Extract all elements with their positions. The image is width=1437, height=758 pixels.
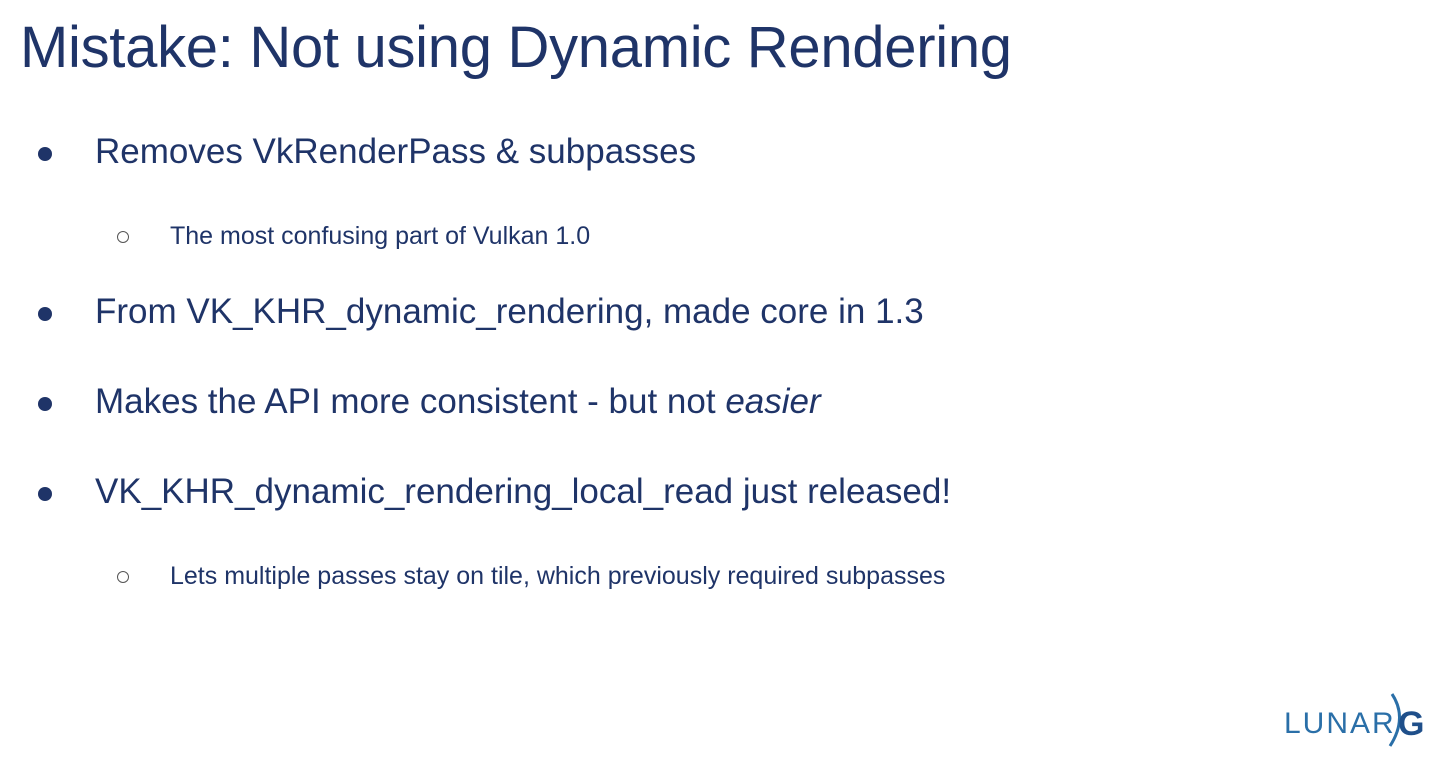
bullet-circle-icon [117, 571, 129, 583]
logo-arc-icon [1388, 693, 1401, 747]
slide-title: Mistake: Not using Dynamic Rendering [20, 15, 1012, 80]
bullet-text-italic: easier [725, 382, 821, 421]
logo-text-right: G [1398, 705, 1424, 743]
bullet-text: From VK_KHR_dynamic_rendering, made core… [95, 292, 924, 331]
bullet-circle-icon [117, 231, 129, 243]
logo-text-left: LUNAR [1284, 707, 1396, 740]
bullet-text-plain: Makes the API more consistent - but not [95, 382, 726, 421]
bullet-dot-icon [38, 307, 52, 321]
lunarg-logo: LUNAR G [1284, 693, 1424, 747]
bullet-dot-icon [38, 147, 52, 161]
bullet-text: Makes the API more consistent - but not … [95, 382, 821, 422]
bullet-text: Removes VkRenderPass & subpasses [95, 132, 697, 171]
bullet-dot-icon [38, 487, 52, 501]
sub-bullet-text: Lets multiple passes stay on tile, which… [170, 562, 946, 590]
bullet-text: VK_KHR_dynamic_rendering_local_read just… [95, 472, 952, 511]
bullet-dot-icon [38, 397, 52, 411]
sub-bullet-text: The most confusing part of Vulkan 1.0 [170, 222, 591, 250]
